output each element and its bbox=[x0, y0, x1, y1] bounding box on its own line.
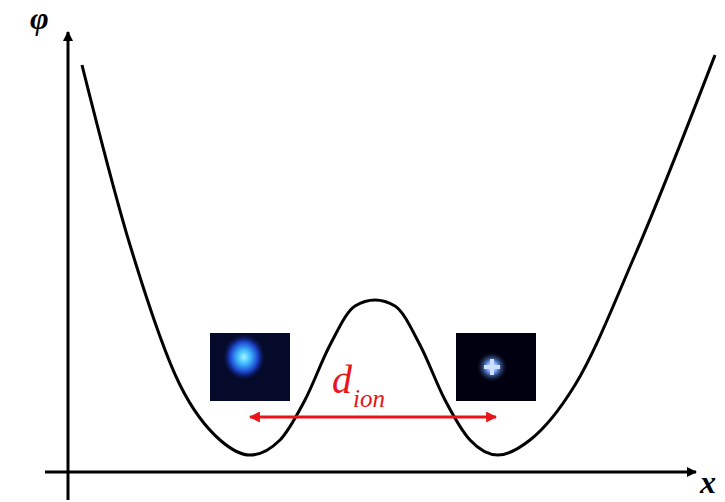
axis-label: φ bbox=[30, 2, 49, 34]
camera-frame bbox=[210, 333, 290, 401]
ion-glow bbox=[476, 351, 508, 383]
x-axis bbox=[45, 471, 696, 474]
potential-curve bbox=[82, 55, 715, 455]
distance-label: d bbox=[332, 360, 352, 400]
camera-frame bbox=[456, 333, 536, 401]
ion-image-right bbox=[456, 333, 536, 401]
y-axis bbox=[67, 32, 70, 500]
distance-arrow bbox=[250, 416, 496, 419]
axis-label: x bbox=[700, 466, 716, 498]
ion-glow bbox=[222, 333, 266, 381]
ion-cross bbox=[490, 359, 494, 375]
ion-image-left bbox=[210, 333, 290, 401]
distance-subscript: ion bbox=[353, 386, 385, 411]
